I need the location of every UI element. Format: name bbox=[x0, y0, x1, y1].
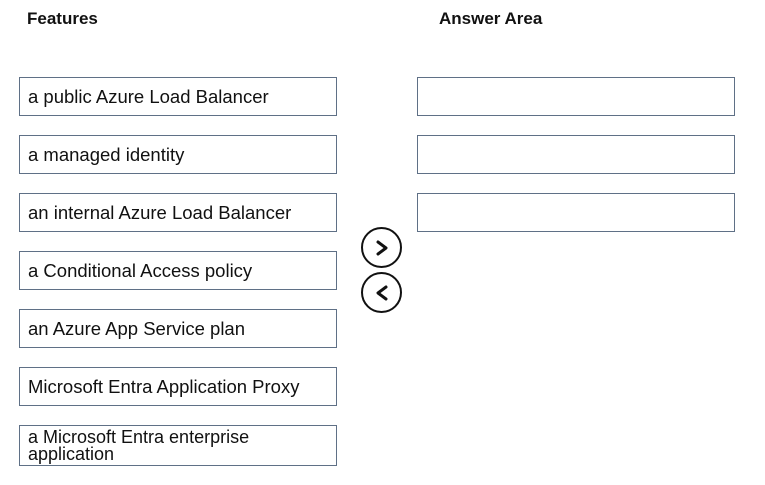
answer-area-heading: Answer Area bbox=[439, 9, 543, 28]
feature-item[interactable]: a Microsoft Entra enterprise application bbox=[19, 425, 337, 466]
feature-item[interactable]: a public Azure Load Balancer bbox=[19, 77, 337, 116]
feature-item[interactable]: a managed identity bbox=[19, 135, 337, 174]
feature-item[interactable]: Microsoft Entra Application Proxy bbox=[19, 367, 337, 406]
answer-slot[interactable] bbox=[417, 77, 735, 116]
answer-slot[interactable] bbox=[417, 193, 735, 232]
feature-item[interactable]: an Azure App Service plan bbox=[19, 309, 337, 348]
features-heading: Features bbox=[27, 9, 98, 28]
move-right-button[interactable] bbox=[361, 227, 402, 268]
chevron-right-icon bbox=[376, 240, 387, 255]
feature-item[interactable]: a Conditional Access policy bbox=[19, 251, 337, 290]
answer-slot[interactable] bbox=[417, 135, 735, 174]
feature-item[interactable]: an internal Azure Load Balancer bbox=[19, 193, 337, 232]
chevron-left-icon bbox=[376, 285, 387, 300]
move-left-button[interactable] bbox=[361, 272, 402, 313]
